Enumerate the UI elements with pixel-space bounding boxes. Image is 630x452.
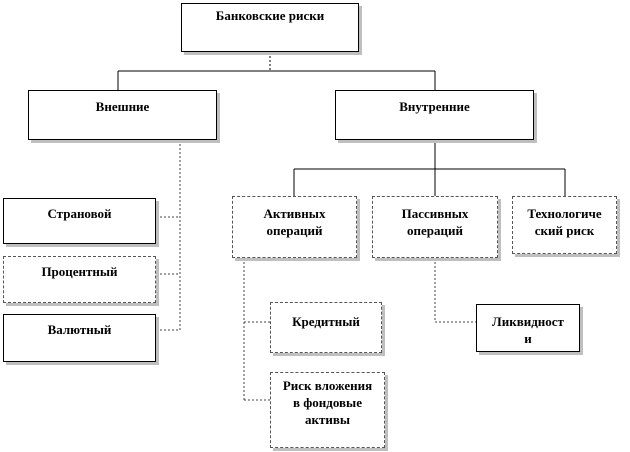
internal-child-label: Активных операций	[263, 206, 326, 238]
external-child-label: Валютный	[47, 322, 112, 337]
internal-label: Внутренние	[399, 99, 470, 114]
internal-child-tech: Технологиче ский риск	[512, 196, 617, 254]
internal-node: Внутренние	[335, 90, 534, 140]
external-child-procent: Процентный	[3, 256, 156, 303]
active-child-credit: Кредитный	[270, 302, 382, 353]
external-child-valyuta: Валютный	[3, 314, 156, 362]
passive-child-label: Ликвидност и	[492, 314, 564, 346]
root-node: Банковские риски	[181, 3, 359, 52]
active-child-label: Кредитный	[292, 314, 360, 329]
external-label: Внешние	[95, 99, 150, 114]
root-label: Банковские риски	[215, 8, 325, 23]
internal-child-label: Технологиче ский риск	[527, 206, 602, 238]
active-child-investment: Риск вложения в фондовые активы	[270, 372, 385, 448]
internal-child-label: Пассивных операций	[401, 206, 469, 238]
internal-child-active: Активных операций	[232, 196, 357, 258]
external-child-strana: Страновой	[3, 198, 156, 244]
external-child-label: Страновой	[47, 206, 112, 221]
external-node: Внешние	[28, 90, 217, 140]
internal-child-passive: Пассивных операций	[372, 196, 498, 258]
active-child-label: Риск вложения в фондовые активы	[282, 378, 373, 427]
external-child-label: Процентный	[41, 264, 118, 279]
passive-child-liquidity: Ликвидност и	[476, 304, 580, 352]
